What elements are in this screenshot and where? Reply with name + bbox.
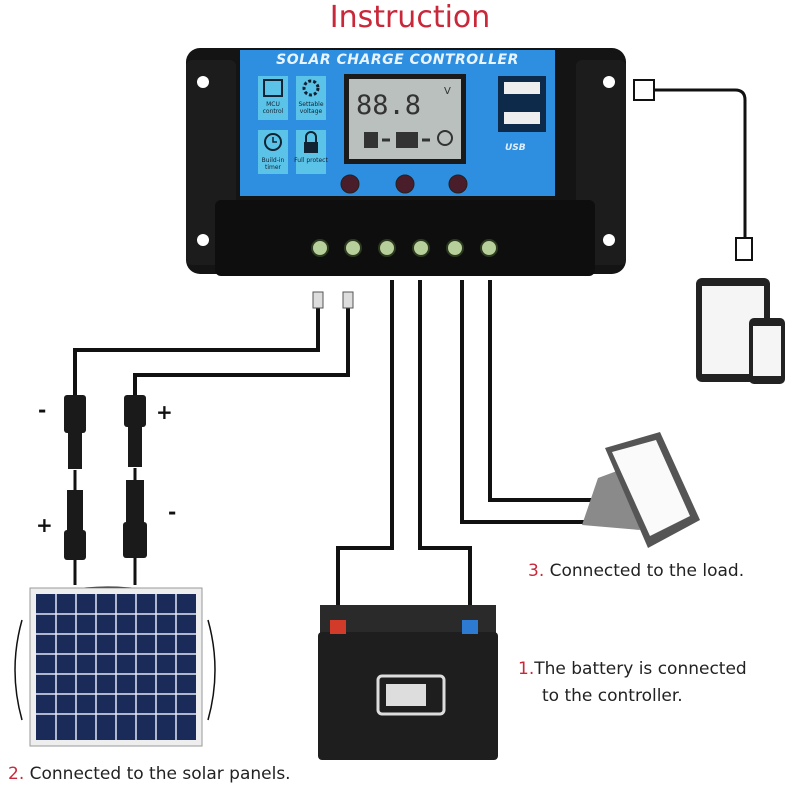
solar-positive-wire <box>133 300 350 395</box>
polarity-label: - <box>38 398 47 422</box>
feature-label: Full protect <box>294 157 328 164</box>
mounting-hole <box>197 234 209 246</box>
usb-logo: USB <box>505 143 526 153</box>
mounting-hole <box>603 76 615 88</box>
solar-negative-wire <box>73 300 320 395</box>
charge-controller: 88.8 V USB <box>186 48 626 276</box>
lock-icon <box>304 142 318 153</box>
load-wire-1 <box>460 280 590 524</box>
caption-battery: 1.The battery is connected <box>518 659 747 679</box>
gear-icon <box>302 79 320 97</box>
battery-lcd-icon <box>396 132 418 148</box>
page-title: Instruction <box>329 0 491 35</box>
bulb-icon <box>437 130 453 146</box>
terminals <box>311 239 498 257</box>
battery-wire-positive <box>336 280 394 620</box>
micro-usb-plug-icon <box>735 237 753 261</box>
up-button[interactable] <box>395 174 415 194</box>
lcd-flow-icons <box>364 130 453 148</box>
load-wire-2 <box>488 280 600 502</box>
mounting-hole <box>197 76 209 88</box>
caption-battery-line2: to the controller. <box>542 686 683 706</box>
positive-terminal <box>330 620 346 634</box>
caption-solar: 2. Connected to the solar panels. <box>8 764 291 784</box>
battery-icon <box>376 674 446 716</box>
usb-port-1[interactable] <box>504 82 540 94</box>
down-button[interactable] <box>448 174 468 194</box>
battery-wire-negative <box>418 280 472 620</box>
feature-label: Settable voltage <box>298 101 324 115</box>
feature-label: Build-in timer <box>261 157 285 171</box>
usb-plug-icon <box>633 79 655 101</box>
feature-label: MCU control <box>262 101 284 115</box>
wires <box>73 88 747 620</box>
chip-icon <box>263 79 283 97</box>
polarity-label: + <box>36 513 53 537</box>
lcd-unit: V <box>444 86 451 97</box>
controller-brand-label: SOLAR CHARGE CONTROLLER <box>276 52 519 68</box>
polarity-label: - <box>168 500 177 524</box>
floodlight-load <box>582 432 700 548</box>
clock-icon <box>264 133 282 151</box>
menu-button[interactable] <box>340 174 360 194</box>
polarity-label: + <box>156 400 173 424</box>
negative-terminal <box>462 620 478 634</box>
tablet-and-phone <box>696 278 785 384</box>
solar-icon <box>364 132 378 148</box>
usb-port-2[interactable] <box>504 112 540 124</box>
mounting-hole <box>603 234 615 246</box>
usb-cable <box>640 88 747 240</box>
lcd-digits: 88.8 <box>356 90 421 121</box>
solar-panel <box>14 586 216 747</box>
caption-load: 3. Connected to the load. <box>528 561 745 581</box>
battery <box>318 605 498 760</box>
mc4-connectors <box>64 395 147 560</box>
